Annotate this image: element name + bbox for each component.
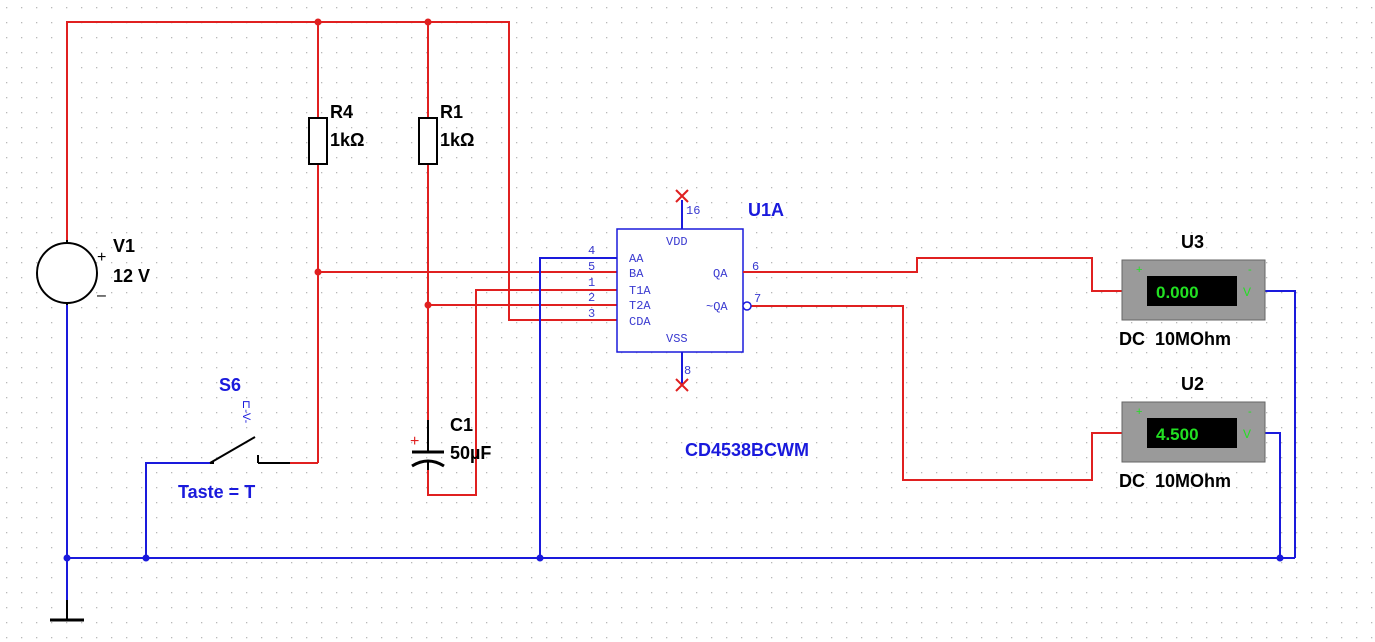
u3-mode: DC 10MOhm <box>1119 329 1231 349</box>
c1-capacitor[interactable]: + C1 50µF <box>410 415 491 470</box>
pin-num-vdd: 16 <box>686 204 700 218</box>
s6-switch[interactable]: S6 ⊏-V- Taste = T <box>178 375 290 502</box>
r1-name: R1 <box>440 102 463 122</box>
pin-num-qa: 6 <box>752 260 759 274</box>
u3-unit: V <box>1243 285 1251 299</box>
u3-voltmeter[interactable]: U3 + - 0.000 V DC 10MOhm <box>1119 232 1266 349</box>
u2-voltmeter[interactable]: U2 + - 4.500 V DC 10MOhm <box>1119 374 1266 491</box>
pin-label-t1a: T1A <box>629 284 651 298</box>
u2-reading: 4.500 <box>1156 425 1199 444</box>
s6-name: S6 <box>219 375 241 395</box>
pin-num-vss: 8 <box>684 364 691 378</box>
u2-minus-sign: - <box>1248 406 1252 418</box>
v1-value: 12 V <box>113 266 150 286</box>
c1-name: C1 <box>450 415 473 435</box>
no-connect-marker-vdd <box>675 189 689 203</box>
pin-label-t2a: T2A <box>629 299 651 313</box>
pin-label-vdd: VDD <box>666 235 688 249</box>
u2-mode: DC 10MOhm <box>1119 471 1231 491</box>
u2-name: U2 <box>1181 374 1204 394</box>
r1-resistor[interactable]: R1 1kΩ <box>418 102 474 165</box>
u3-reading: 0.000 <box>1156 283 1199 302</box>
v1-voltage-source[interactable]: + – V1 12 V <box>36 236 150 305</box>
pin-num-aa: 4 <box>588 244 595 258</box>
pin-label-ba: BA <box>629 267 644 281</box>
r4-value: 1kΩ <box>330 130 364 150</box>
u1a-part: CD4538BCWM <box>685 440 809 460</box>
v1-plus-sign: + <box>97 249 106 266</box>
u3-minus-sign: - <box>1248 264 1252 276</box>
pin-num-nqa: 7 <box>754 292 761 306</box>
u3-display <box>1147 276 1237 306</box>
v1-minus-sign: – <box>97 287 106 304</box>
pin-num-cda: 3 <box>588 307 595 321</box>
blue-wires[interactable] <box>66 200 1296 620</box>
u3-plus-sign: + <box>1136 264 1142 276</box>
no-connect-marker-vss <box>675 378 689 392</box>
red-wires[interactable] <box>66 21 1122 496</box>
pin-num-ba: 5 <box>588 260 595 274</box>
c1-plus-sign: + <box>410 433 419 450</box>
v1-name: V1 <box>113 236 135 256</box>
r1-value: 1kΩ <box>440 130 474 150</box>
c1-value: 50µF <box>450 443 491 463</box>
pin-label-aa: AA <box>629 252 644 266</box>
u1a-chip[interactable]: U1A CD4538BCWM 16 VDD 8 VSS 4 AA 5 BA 1 … <box>588 189 809 460</box>
pin-label-vss: VSS <box>666 332 688 346</box>
pin-label-cda: CDA <box>629 315 651 329</box>
r4-resistor[interactable]: R4 1kΩ <box>308 102 364 165</box>
u2-unit: V <box>1243 427 1251 441</box>
junction-dots <box>63 18 1284 562</box>
u3-name: U3 <box>1181 232 1204 252</box>
s6-key-label: Taste = T <box>178 482 255 502</box>
pin-num-t2a: 2 <box>588 291 595 305</box>
pin-label-nqa: ~QA <box>706 300 728 314</box>
s6-key-symbol: ⊏-V- <box>240 400 252 424</box>
pin-label-qa: QA <box>713 267 728 281</box>
u2-plus-sign: + <box>1136 406 1142 418</box>
r4-name: R4 <box>330 102 353 122</box>
pin-num-t1a: 1 <box>588 276 595 290</box>
ground-symbol <box>50 600 84 622</box>
u1a-name: U1A <box>748 200 784 220</box>
u2-display <box>1147 418 1237 448</box>
